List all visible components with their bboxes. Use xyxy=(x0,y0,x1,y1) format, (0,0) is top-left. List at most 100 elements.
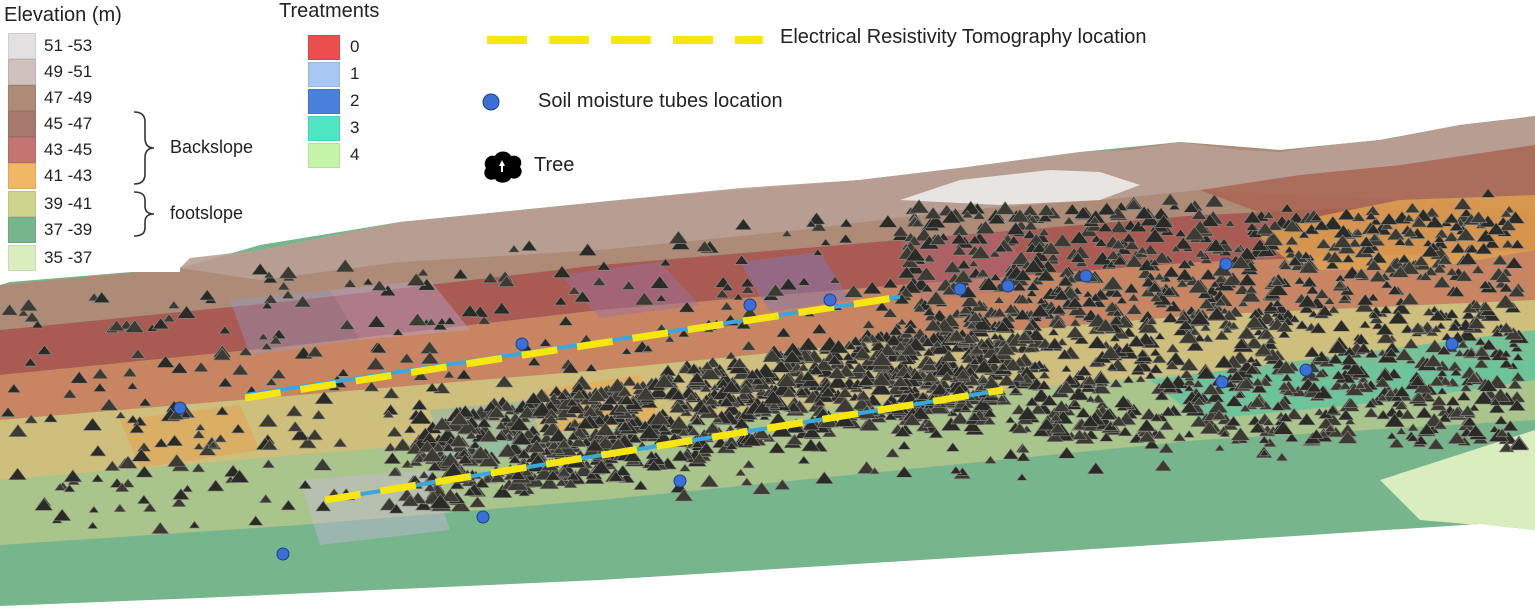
tree-crown xyxy=(1006,235,1021,245)
tree-crown xyxy=(902,323,918,334)
tree-crown xyxy=(751,481,772,495)
tree-crown xyxy=(365,356,386,371)
tree-crown xyxy=(298,479,313,490)
tree-crown xyxy=(852,346,873,360)
tree-crown xyxy=(1110,415,1127,427)
tree-crown xyxy=(1095,318,1116,332)
tree-crown xyxy=(421,447,444,462)
tree-crown xyxy=(1400,291,1420,305)
tree-crown xyxy=(1119,342,1136,353)
tree-crown xyxy=(1505,210,1526,224)
tree-crown xyxy=(1219,429,1231,437)
tree-crown xyxy=(293,295,312,308)
tree-crown xyxy=(1384,413,1406,428)
tree-crown xyxy=(596,260,612,271)
tree-crown xyxy=(1029,403,1047,415)
tree-crown xyxy=(229,469,250,483)
tree-crown xyxy=(870,371,893,386)
tree-crown xyxy=(421,431,438,443)
tree-crown xyxy=(455,368,472,380)
tree-crown xyxy=(1449,367,1463,377)
tree-crown xyxy=(1015,451,1031,462)
tree-crown xyxy=(62,388,78,399)
tree-crown xyxy=(91,367,109,379)
tree-crown xyxy=(1127,334,1146,347)
soil-moisture-tube-marker xyxy=(1219,257,1233,271)
tree-crown xyxy=(1358,235,1375,247)
tree-crown xyxy=(563,478,578,489)
tree-crown xyxy=(1391,265,1410,278)
tree-crown xyxy=(1288,314,1301,323)
tree-crown xyxy=(1214,443,1226,452)
tree-crown xyxy=(1191,379,1205,388)
tree-crown xyxy=(922,306,936,316)
soil-moisture-tube-marker xyxy=(476,510,490,524)
tree-crown xyxy=(1480,338,1498,351)
tree-crown xyxy=(1102,275,1124,290)
tree-crown xyxy=(1081,295,1098,307)
tree-crown xyxy=(1062,216,1076,225)
tree-crown xyxy=(922,347,936,356)
tree-crown xyxy=(1380,279,1394,289)
tree-crown xyxy=(1331,369,1346,380)
tree-crown xyxy=(1293,276,1306,285)
tree-crown xyxy=(1368,310,1380,319)
tree-crown xyxy=(1388,437,1405,448)
tree-crown xyxy=(848,335,864,346)
tree-crown xyxy=(448,433,469,447)
tree-crown xyxy=(703,395,719,406)
tree-crown xyxy=(920,283,934,293)
tree-crown xyxy=(585,438,605,452)
tree-crown xyxy=(985,352,1003,364)
tree-crown xyxy=(1418,271,1433,281)
elevation-swatch xyxy=(8,85,36,111)
tree-crown xyxy=(1069,251,1087,263)
tree-crown xyxy=(859,417,880,431)
tree-crown xyxy=(781,341,804,357)
tree-crown xyxy=(960,403,971,411)
tree-crown xyxy=(1427,437,1445,450)
tree-crown xyxy=(794,386,809,397)
tree-crown xyxy=(969,344,985,355)
soil-moisture-tube-marker xyxy=(1299,363,1313,377)
tree-crown xyxy=(738,383,754,394)
tree-crown xyxy=(1352,228,1364,236)
tree-crown xyxy=(1393,237,1407,246)
tree-crown xyxy=(857,373,875,386)
tree-crown xyxy=(627,432,643,443)
tree-crown xyxy=(1401,237,1416,247)
tree-crown xyxy=(1400,323,1415,334)
tree-crown xyxy=(976,383,988,391)
tree-crown xyxy=(1282,219,1302,232)
tree-crown xyxy=(1309,322,1327,334)
tree-key-label: Tree xyxy=(534,154,575,176)
tree-crown xyxy=(1417,422,1436,435)
tree-crown xyxy=(774,478,791,490)
tree-crown xyxy=(616,385,633,397)
tree-crown xyxy=(765,283,786,297)
tree-crown xyxy=(1154,332,1166,340)
tree-crown xyxy=(338,318,356,330)
tree-crown xyxy=(1262,417,1275,426)
tree-crown xyxy=(498,400,516,412)
tree-crown xyxy=(1287,255,1303,266)
tree-crown xyxy=(1376,393,1388,402)
elevation-label: 47 -49 xyxy=(44,88,93,107)
elevation-label: 35 -37 xyxy=(44,248,93,267)
tree-crown xyxy=(107,319,126,332)
tree-crown xyxy=(1425,214,1445,228)
elevation-item: 49 -51 xyxy=(8,59,92,85)
tree-crown xyxy=(1109,219,1129,233)
tree-crown xyxy=(1025,281,1041,291)
tree-crown xyxy=(967,234,982,245)
tree-crown xyxy=(897,265,916,279)
tree-crown xyxy=(994,201,1016,215)
tree-crown xyxy=(552,265,572,279)
tree-crown xyxy=(207,440,220,449)
tree-crown xyxy=(1463,347,1479,358)
tree-crown xyxy=(734,254,750,265)
tree-crown xyxy=(52,508,72,521)
tree-crown xyxy=(166,453,187,467)
tree-crown xyxy=(690,416,704,425)
